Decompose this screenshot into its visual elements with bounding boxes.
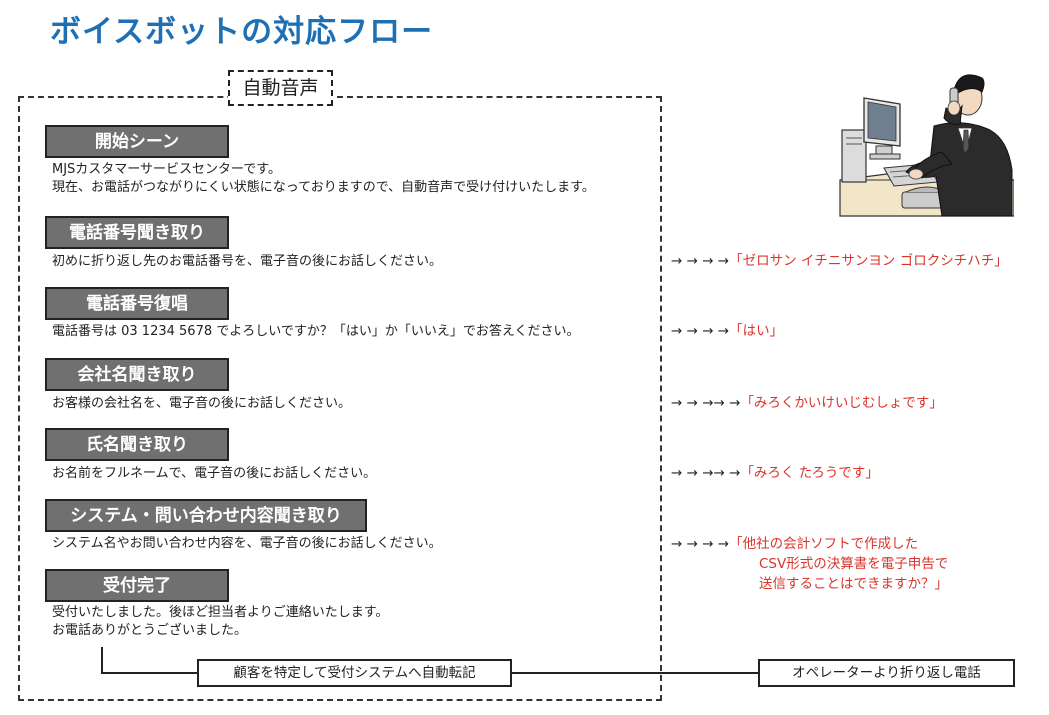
- scene-text-line: MJSカスタマーサービスセンターです。: [52, 162, 281, 177]
- scene-text-line: 電話番号は 03 1234 5678 でよろしいですか？「はい」か「いいえ」でお…: [52, 324, 580, 339]
- scene-heading-complete: 受付完了: [45, 569, 229, 602]
- reply-name-capture: → → →→ →「みろく たろうです」: [671, 463, 879, 483]
- reply-arrows: → → → →: [671, 323, 730, 339]
- scene-text-line: 初めに折り返し先のお電話番号を、電子音の後にお話しください。: [52, 254, 443, 269]
- scene-text-phone-capture: 初めに折り返し先のお電話番号を、電子音の後にお話しください。: [52, 253, 442, 271]
- reply-voice-cont: 送信することはできますか？」: [759, 576, 948, 592]
- scene-heading-inquiry-capture: システム・問い合わせ内容聞き取り: [45, 499, 367, 532]
- reply-arrows: → → →→ →: [671, 395, 741, 411]
- scene-text-line: お客様の会社名を、電子音の後にお話しください。: [52, 396, 352, 411]
- reply-phone-repeat: → → → →「はい」: [671, 321, 783, 341]
- scene-heading-name-capture: 氏名聞き取り: [45, 428, 229, 461]
- reply-voice: 「はい」: [729, 323, 784, 339]
- scene-text-line: 受付いたしました。後ほど担当者よりご連絡いたします。: [52, 605, 389, 620]
- scene-text-line: お電話ありがとうございました。: [52, 623, 248, 638]
- scene-text-phone-repeat: 電話番号は 03 1234 5678 でよろしいですか？「はい」か「いいえ」でお…: [52, 323, 579, 341]
- scene-text-company-capture: お客様の会社名を、電子音の後にお話しください。: [52, 395, 351, 413]
- reply-voice: 「ゼロサン イチニサンヨン ゴロクシチハチ」: [729, 253, 1008, 269]
- scene-text-start: MJSカスタマーサービスセンターです。 現在、お電話がつながりにくい状態になって…: [52, 161, 595, 197]
- reply-voice: 「他社の会計ソフトで作成した: [729, 536, 919, 552]
- scene-heading-start: 開始シーン: [45, 125, 229, 158]
- scene-text-line: システム名やお問い合わせ内容を、電子音の後にお話しください。: [52, 536, 442, 551]
- reply-company-capture: → → →→ →「みろくかいけいじむしょです」: [671, 393, 943, 413]
- reply-inquiry-capture: → → → →「他社の会計ソフトで作成した CSV形式の決算書を電子申告で 送信…: [671, 534, 948, 594]
- scene-text-line: お名前をフルネームで、電子音の後にお話しください。: [52, 466, 377, 481]
- reply-voice-cont: CSV形式の決算書を電子申告で: [759, 556, 949, 572]
- auto-transcribe-box: 顧客を特定して受付システムへ自動転記: [197, 659, 512, 687]
- auto-voice-frame: [18, 96, 662, 701]
- reply-arrows: → → → →: [671, 253, 730, 269]
- auto-voice-label: 自動音声: [228, 70, 333, 106]
- operator-at-desk-icon: [839, 74, 1014, 217]
- operator-callback-box: オペレーターより折り返し電話: [758, 659, 1015, 687]
- reply-arrows: → → → →: [671, 536, 730, 552]
- scene-heading-phone-repeat: 電話番号復唱: [45, 287, 229, 320]
- scene-text-complete: 受付いたしました。後ほど担当者よりご連絡いたします。 お電話ありがとうございまし…: [52, 604, 388, 640]
- scene-heading-company-capture: 会社名聞き取り: [45, 358, 229, 391]
- reply-phone-capture: → → → →「ゼロサン イチニサンヨン ゴロクシチハチ」: [671, 251, 1008, 271]
- page-title: ボイスボットの対応フロー: [50, 14, 434, 50]
- scene-heading-phone-capture: 電話番号聞き取り: [45, 216, 229, 249]
- reply-voice: 「みろくかいけいじむしょです」: [740, 395, 943, 411]
- scene-text-name-capture: お名前をフルネームで、電子音の後にお話しください。: [52, 465, 376, 483]
- reply-voice: 「みろく たろうです」: [740, 465, 879, 481]
- scene-text-inquiry-capture: システム名やお問い合わせ内容を、電子音の後にお話しください。: [52, 535, 442, 553]
- scene-text-line: 現在、お電話がつながりにくい状態になっておりますので、自動音声で受け付けいたしま…: [52, 180, 595, 195]
- reply-arrows: → → →→ →: [671, 465, 741, 481]
